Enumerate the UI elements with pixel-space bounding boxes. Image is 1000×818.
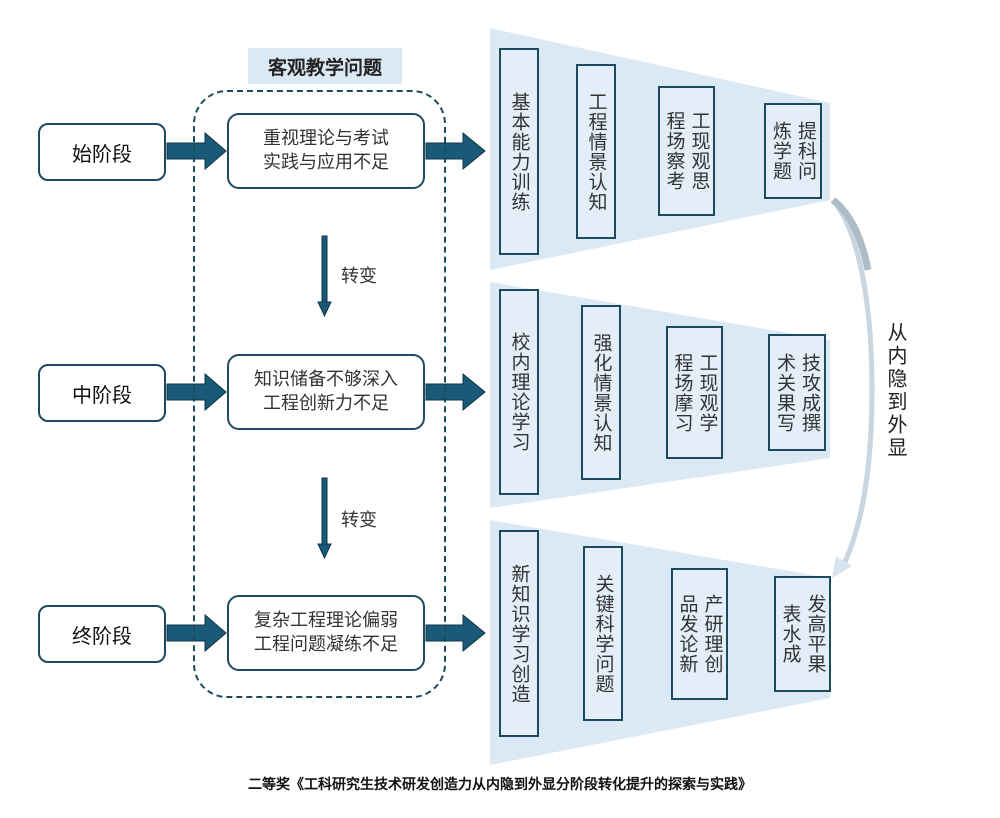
step-box: 程场摩习 工现观学 (666, 326, 723, 459)
stage-box-end: 终阶段 (38, 605, 166, 663)
step-text: 新知识学习创造 (508, 563, 531, 704)
step-text: 关键科学问题 (592, 573, 615, 694)
step-text: 发高平果 (804, 594, 827, 674)
step-box: 关键科学问题 (583, 546, 623, 721)
step-text: 产研理创 (701, 594, 724, 674)
stage-arrow-3 (166, 613, 227, 653)
problem-line: 重视理论与考试 (263, 128, 389, 149)
step-box: 强化情景认知 (581, 305, 621, 480)
step-box: 新知识学习创造 (499, 530, 539, 737)
inner-to-outer-curve-top (830, 197, 872, 271)
problem-line: 工程创新力不足 (263, 393, 389, 414)
step-box: 工程情景认知 (576, 64, 616, 239)
problem-line: 工程问题凝练不足 (254, 634, 398, 655)
stage-panel-3 (490, 520, 830, 765)
step-text: 术关果写 (774, 352, 796, 433)
step-text: 程场摩习 (671, 352, 694, 433)
step-text: 工程情景认知 (585, 91, 608, 212)
stage-arrow-2 (166, 372, 227, 412)
step-box: 程场察考 工现观思 (658, 86, 715, 216)
stage-arrow-1 (166, 131, 227, 171)
step-box: 校内理论学习 (499, 289, 539, 495)
panel-arrow-2 (425, 372, 486, 412)
side-label: 从内隐到外显 (884, 322, 908, 460)
problem-box-3: 复杂工程理论偏弱 工程问题凝练不足 (227, 595, 425, 671)
problem-box-1: 重视理论与考试 实践与应用不足 (227, 113, 425, 189)
inner-to-outer-curve (831, 198, 875, 574)
step-text: 程场察考 (663, 111, 686, 191)
step-text: 工现观思 (688, 111, 711, 191)
problem-line: 实践与应用不足 (263, 152, 389, 173)
stage-box-start: 始阶段 (38, 123, 166, 181)
step-text: 校内理论学习 (508, 332, 531, 452)
step-text: 基本能力训练 (508, 91, 531, 212)
category-label: 客观教学问题 (248, 48, 402, 84)
step-text: 提科问 (795, 121, 817, 181)
step-box: 表水成 发高平果 (774, 576, 831, 692)
step-text: 技攻成撰 (799, 352, 821, 433)
step-text: 炼学题 (770, 121, 792, 181)
problem-box-2: 知识储备不够深入 工程创新力不足 (227, 354, 425, 430)
step-text: 强化情景认知 (590, 332, 613, 453)
step-box: 基本能力训练 (499, 48, 539, 255)
stage-box-middle: 中阶段 (38, 364, 166, 422)
problem-line: 知识储备不够深入 (254, 369, 398, 390)
step-text: 工现观学 (696, 352, 719, 433)
curve-arrowhead-icon (832, 556, 852, 578)
step-box: 炼学题 提科问 (764, 103, 822, 199)
transition-arrowhead-1 (317, 301, 332, 318)
transition-label-1: 转变 (341, 266, 377, 287)
teaching-problems-frame (193, 90, 446, 698)
problem-line: 复杂工程理论偏弱 (254, 610, 398, 631)
transition-arrowhead-2 (317, 543, 332, 560)
step-text: 品发论新 (676, 594, 699, 674)
caption: 二等奖《工科研究生技术研发创造力从内隐到外显分阶段转化提升的探索与实践》 (248, 777, 752, 793)
panel-arrow-3 (425, 613, 486, 653)
stage-panel-2 (490, 282, 830, 508)
step-box: 品发论新 产研理创 (671, 568, 728, 700)
panel-arrow-1 (425, 131, 486, 171)
step-box: 术关果写 技攻成撰 (768, 334, 826, 451)
step-text: 表水成 (779, 604, 802, 664)
transition-label-2: 转变 (341, 510, 377, 531)
